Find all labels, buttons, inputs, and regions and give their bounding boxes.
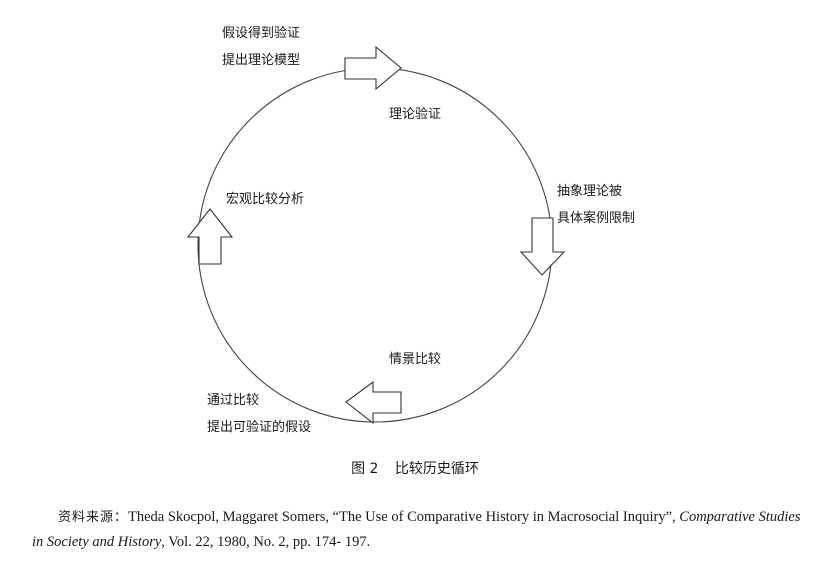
source-citation: 资料来源：Theda Skocpol, Maggaret Somers, “Th… (32, 505, 812, 555)
source-journal: Comparative Studies in Society and Histo… (32, 509, 801, 550)
source-volume-pages: , Vol. 22, 1980, No. 2, pp. 174- 197. (161, 534, 371, 550)
label-propose-testable-hypothesis: 提出可验证的假设 (207, 419, 311, 435)
cycle-circle (197, 67, 553, 423)
label-limited-by-cases: 具体案例限制 (557, 211, 635, 226)
label-propose-theory-model: 提出理论模型 (222, 52, 300, 68)
comparative-history-cycle-diagram: 假设得到验证 提出理论模型 理论验证 抽象理论被 具体案例限制 宏观比较分析 情… (186, 25, 635, 435)
label-macro-comparative-analysis: 宏观比较分析 (226, 192, 304, 207)
label-abstract-theory: 抽象理论被 (557, 184, 622, 199)
label-theory-verification: 理论验证 (389, 106, 441, 122)
source-authors-title: Theda Skocpol, Maggaret Somers, “The Use… (128, 509, 680, 525)
figure-caption: 图 2 比较历史循环 (0, 458, 830, 478)
arrow-down-right (519, 217, 566, 276)
figure-title: 比较历史循环 (394, 461, 479, 477)
arrow-right-top (344, 45, 402, 91)
label-contextual-comparison: 情景比较 (389, 352, 441, 367)
label-through-comparison: 通过比较 (207, 393, 259, 408)
arrow-left-bottom (345, 380, 402, 425)
source-label: 资料来源： (58, 510, 129, 525)
label-hypothesis-verified: 假设得到验证 (222, 25, 300, 41)
figure-number: 图 2 (351, 461, 379, 477)
arrow-up-left (186, 208, 234, 265)
